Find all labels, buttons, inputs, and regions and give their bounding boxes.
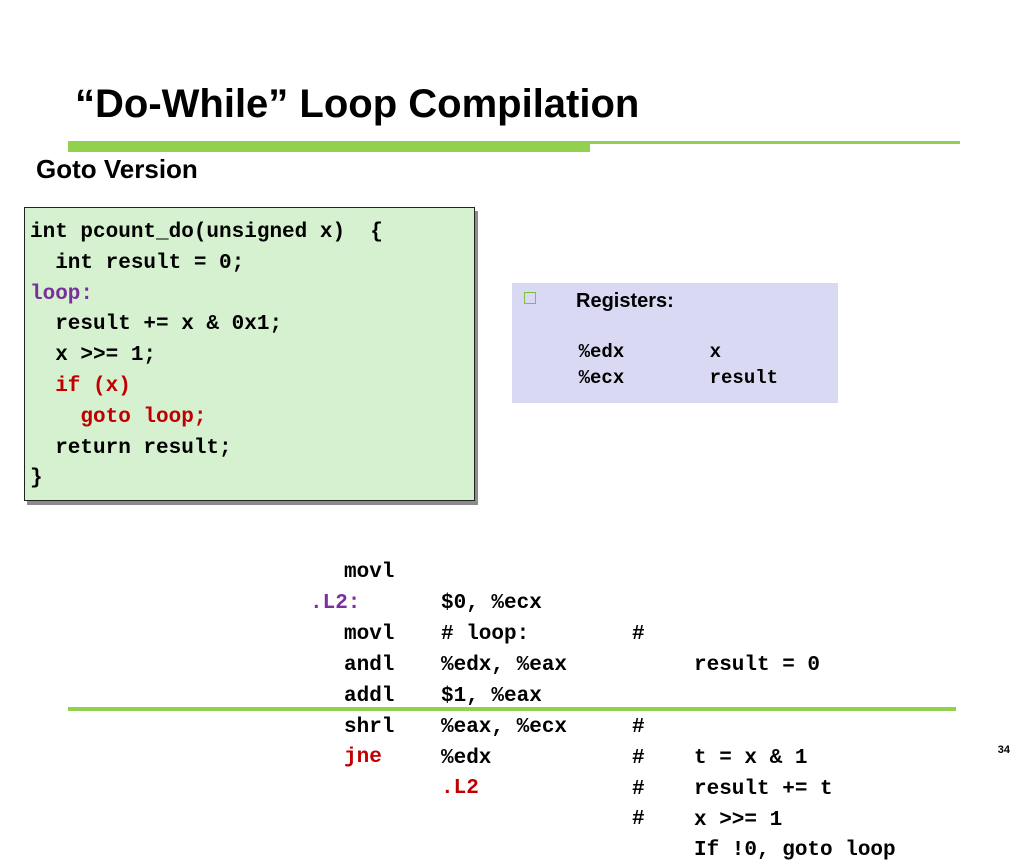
asm-comment: result += t bbox=[694, 778, 833, 801]
registers-heading: Registers: bbox=[576, 290, 674, 312]
asm-operands: .L2 bbox=[441, 777, 479, 800]
asm-opcode: movl bbox=[344, 561, 395, 584]
asm-line: movl $0, %ecx # result = 0 bbox=[0, 526, 1024, 677]
register-use: x bbox=[709, 341, 722, 363]
asm-comment-marker: # bbox=[632, 747, 645, 770]
asm-operands: # loop: bbox=[441, 623, 530, 646]
slide-title: “Do-While” Loop Compilation bbox=[75, 82, 640, 126]
register-row: %ecx result bbox=[533, 345, 778, 411]
code-line: return result; bbox=[30, 436, 232, 460]
asm-comment-marker: # bbox=[632, 716, 645, 739]
asm-comment: If !0, goto loop bbox=[694, 839, 896, 862]
c-code-box: int pcount_do(unsigned x) { int result =… bbox=[24, 207, 475, 501]
square-bullet-icon bbox=[524, 292, 536, 304]
asm-comment-marker: # bbox=[632, 808, 645, 831]
code-line-goto: goto loop; bbox=[30, 405, 207, 429]
bottom-rule bbox=[68, 707, 956, 711]
asm-operands: $1, %eax bbox=[441, 685, 542, 708]
register-name: %edx bbox=[578, 341, 625, 363]
title-underline-accent bbox=[68, 141, 590, 152]
registers-box: Registers: %edx x %ecx result bbox=[512, 283, 838, 403]
code-line: x >>= 1; bbox=[30, 344, 157, 368]
asm-label: .L2: bbox=[310, 592, 361, 615]
code-line-label: loop: bbox=[30, 282, 94, 306]
code-line: int pcount_do(unsigned x) { bbox=[30, 221, 383, 244]
code-line: } bbox=[30, 467, 43, 491]
code-line-condition: if (x) bbox=[30, 374, 131, 398]
asm-line: .L2: # loop: bbox=[0, 557, 1024, 646]
asm-comment: x >>= 1 bbox=[694, 809, 783, 832]
asm-comment: t = x & 1 bbox=[694, 747, 808, 770]
page-number: 34 bbox=[997, 744, 1010, 756]
asm-line: movl %edx, %eax bbox=[0, 588, 1024, 677]
asm-comment: result = 0 bbox=[694, 654, 821, 677]
asm-opcode: shrl bbox=[344, 716, 395, 739]
register-name: %ecx bbox=[578, 367, 625, 389]
asm-opcode: movl bbox=[344, 623, 395, 646]
asm-opcode: jne bbox=[344, 746, 382, 769]
asm-operands: %eax, %ecx bbox=[441, 716, 568, 739]
asm-comment-marker: # bbox=[632, 623, 645, 646]
asm-line: jne .L2 # If !0, goto loop bbox=[0, 711, 1024, 862]
asm-operands: %edx, %eax bbox=[441, 654, 568, 677]
code-line: int result = 0; bbox=[30, 251, 245, 275]
asm-opcode: andl bbox=[344, 654, 395, 677]
slide-subtitle: Goto Version bbox=[36, 154, 198, 184]
register-use: result bbox=[709, 367, 779, 389]
code-line: result += x & 0x1; bbox=[30, 313, 283, 337]
register-row: %edx x bbox=[533, 319, 721, 385]
asm-opcode: addl bbox=[344, 685, 395, 708]
asm-operands: %edx bbox=[441, 747, 492, 770]
asm-comment-marker: # bbox=[632, 778, 645, 801]
asm-operands: $0, %ecx bbox=[441, 592, 542, 615]
asm-line: andl $1, %eax # t = x & 1 bbox=[0, 619, 1024, 770]
asm-line: addl %eax, %ecx # result += t bbox=[0, 650, 1024, 801]
